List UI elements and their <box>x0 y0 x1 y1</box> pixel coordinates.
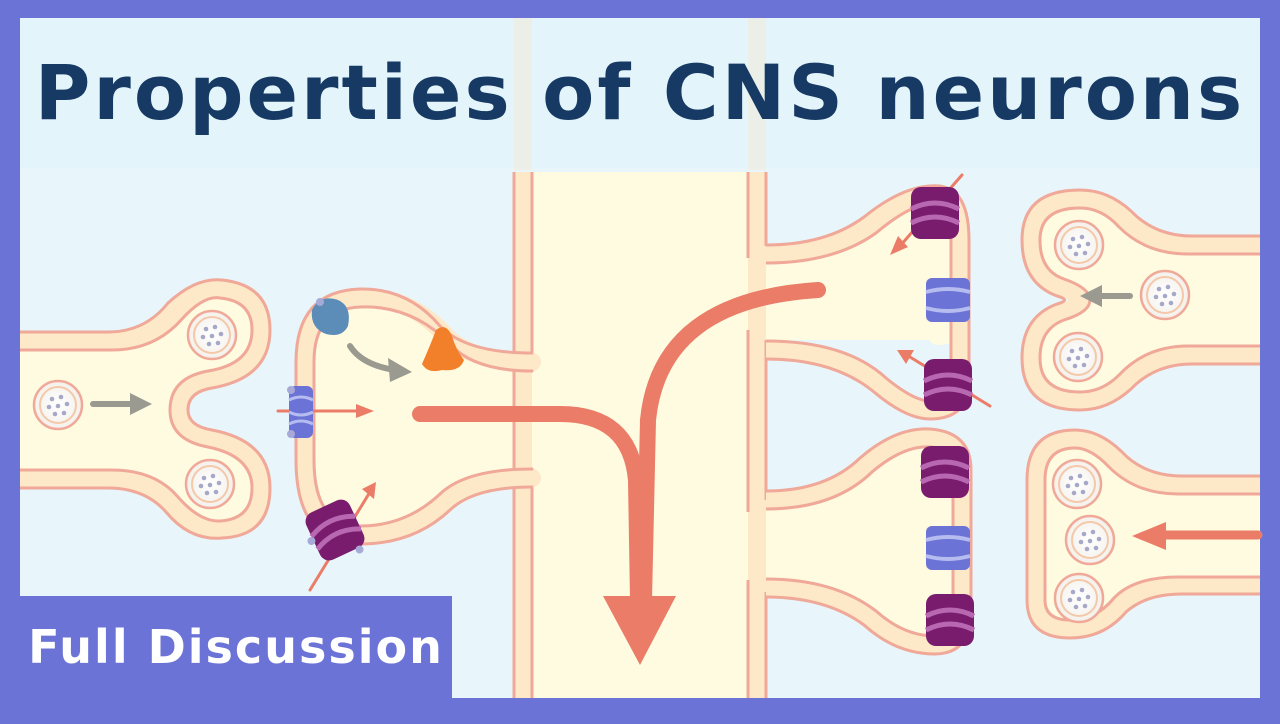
ligand-orange <box>422 327 464 372</box>
purple-channels <box>305 187 976 646</box>
vesicle <box>186 309 238 361</box>
vesicle <box>1053 572 1105 624</box>
purple-channel <box>919 446 971 498</box>
vesicle <box>184 458 236 510</box>
vesicle <box>1064 514 1116 566</box>
grey-arrow-curved-head <box>388 358 412 382</box>
grey-arrow-right-head <box>1080 285 1102 307</box>
full-discussion-badge: Full Discussion <box>20 596 452 698</box>
vesicle <box>1139 269 1191 321</box>
purple-channel <box>305 499 365 561</box>
left-branch <box>300 172 963 698</box>
column-wall-right <box>748 172 766 698</box>
purple-channel <box>922 359 974 411</box>
central-dendrite <box>300 172 963 698</box>
page-title: Properties of CNS neurons <box>34 48 1246 137</box>
blue-channel-right-bottom <box>925 526 971 570</box>
grey-arrow-left-head <box>130 393 152 415</box>
column-ghost <box>514 18 532 170</box>
purple-channel <box>924 594 976 646</box>
badge-label: Full Discussion <box>28 620 444 674</box>
column-wall-left <box>514 172 532 698</box>
title-band <box>20 18 1260 168</box>
receptor-blue <box>311 298 349 335</box>
vesicle <box>1053 219 1105 271</box>
big-arrow-head <box>603 596 676 665</box>
vesicle <box>1051 458 1103 510</box>
blue-channel-left <box>287 386 314 438</box>
blue-channels <box>287 278 971 570</box>
vesicle <box>1052 331 1104 383</box>
blue-channel-right-top <box>925 278 971 322</box>
grey-arrows <box>90 285 1133 415</box>
big-arrow-left <box>412 406 646 608</box>
vesicles <box>32 219 1191 624</box>
big-arrow-right <box>636 282 826 608</box>
vesicle <box>32 379 84 431</box>
column-ghost <box>748 18 766 170</box>
purple-channel <box>909 187 961 239</box>
